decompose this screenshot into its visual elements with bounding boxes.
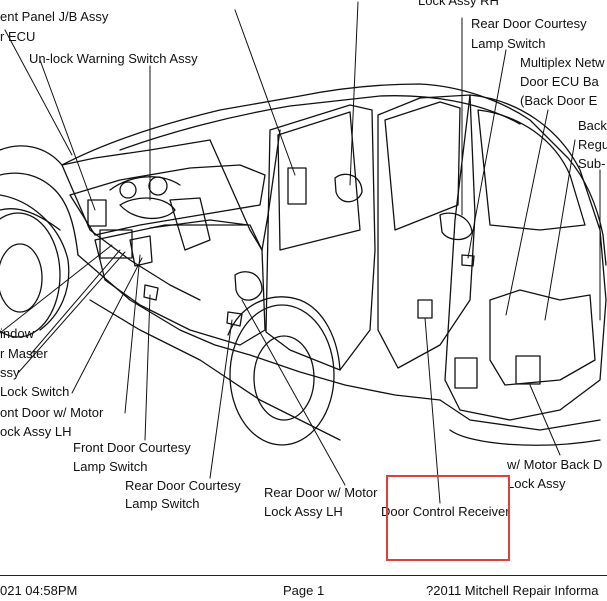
label-back-door-motor-1: w/ Motor Back D [507,457,603,472]
label-door-control-receiver: Door Control Receiver [381,504,510,519]
rear-wheel-hub [253,335,315,421]
rear-lock-actuator-rh [334,173,363,203]
rear-courtesy-switch-lh [226,311,243,327]
label-unlock-warning-switch: Un-lock Warning Switch Assy [29,51,198,66]
front-wheel [0,212,61,338]
label-assy: ssy [0,365,20,380]
back-door-ecu-box [454,357,478,389]
footer-page-number: Page 1 [283,583,325,598]
rear-lock-actuator [234,271,263,301]
rear-bumper-lower [449,429,601,446]
rh-small-switch [461,254,475,267]
rear-door-switch [287,167,307,205]
front-courtesy-switch [143,284,159,301]
label-multiplex-2: Door ECU Ba [520,74,599,89]
roof-inner-line [119,95,521,151]
highlight-box [386,475,510,561]
front-wheel-arch [0,194,70,331]
label-back-3: Sub- [578,156,606,171]
rear-wheel [229,304,335,446]
center-console [169,197,211,251]
a-pillar [209,139,263,251]
label-ecu: r ECU [0,29,36,44]
door-control-receiver-module [417,299,433,319]
label-front-door-motor: ont Door w/ Motor [0,405,104,420]
jb-assy [87,199,107,227]
label-instrument-panel-jb: ent Panel J/B Assy [0,9,109,24]
rear-door-window [277,111,361,251]
rear-door [265,104,376,371]
rear-wheel-arch [227,296,341,371]
label-front-courtesy-2: Lamp Switch [73,459,148,474]
footer-datetime: 021 04:58PM [0,583,78,598]
back-door-lock [515,355,541,385]
front-lock-actuator [129,235,153,267]
label-rear-courtesy-rh-1: Rear Door Courtesy [471,16,587,31]
label-multiplex-3: (Back Door E [520,93,598,108]
label-lock-switch: Lock Switch [0,384,70,399]
label-rear-courtesy-lh-2: Lamp Switch [125,496,200,511]
label-rear-courtesy-lh-1: Rear Door Courtesy [125,478,241,493]
rear-bumper [439,399,601,431]
quarter-window [384,101,461,231]
label-window: indow [0,326,34,341]
instrument-cluster [109,176,181,191]
gauge-right [148,176,168,196]
label-back-door-motor-2: Lock Assy [507,476,566,491]
window-switch [99,229,133,259]
label-rear-door-motor-1: Rear Door w/ Motor [264,485,378,500]
back-door-regulator [489,289,596,386]
front-fender [0,172,79,256]
hood-line [0,208,61,231]
lower-body [89,299,341,441]
front-wheel-hub [0,243,43,313]
quarter-panel [377,94,476,369]
hood [0,145,201,301]
windshield [61,139,211,166]
back-door [444,94,607,421]
leader-lines [0,1,601,504]
back-door-glass [477,109,586,231]
steering-wheel [119,197,176,220]
rocker-line [77,254,441,401]
label-lock-assy-rh: Lock Assy RH [418,0,499,8]
front-door [94,224,266,346]
gauge-left [119,181,137,199]
label-lock-assy-lh-front: ock Assy LH [0,424,72,439]
label-master: r Master [0,346,48,361]
roof-outline [61,83,607,266]
footer-copyright: ?2011 Mitchell Repair Informa [426,583,599,598]
rear-courtesy-switch-rh [439,212,473,241]
footer-divider [0,575,607,576]
label-rear-door-motor-2: Lock Assy LH [264,504,343,519]
label-front-courtesy-1: Front Door Courtesy [73,440,191,455]
label-back-1: Back [578,118,607,133]
label-back-2: Regu [578,137,607,152]
label-rear-courtesy-rh-2: Lamp Switch [471,36,546,51]
front-door-window [149,219,249,229]
label-multiplex-1: Multiplex Netw [520,55,605,70]
b-pillar [261,129,281,251]
